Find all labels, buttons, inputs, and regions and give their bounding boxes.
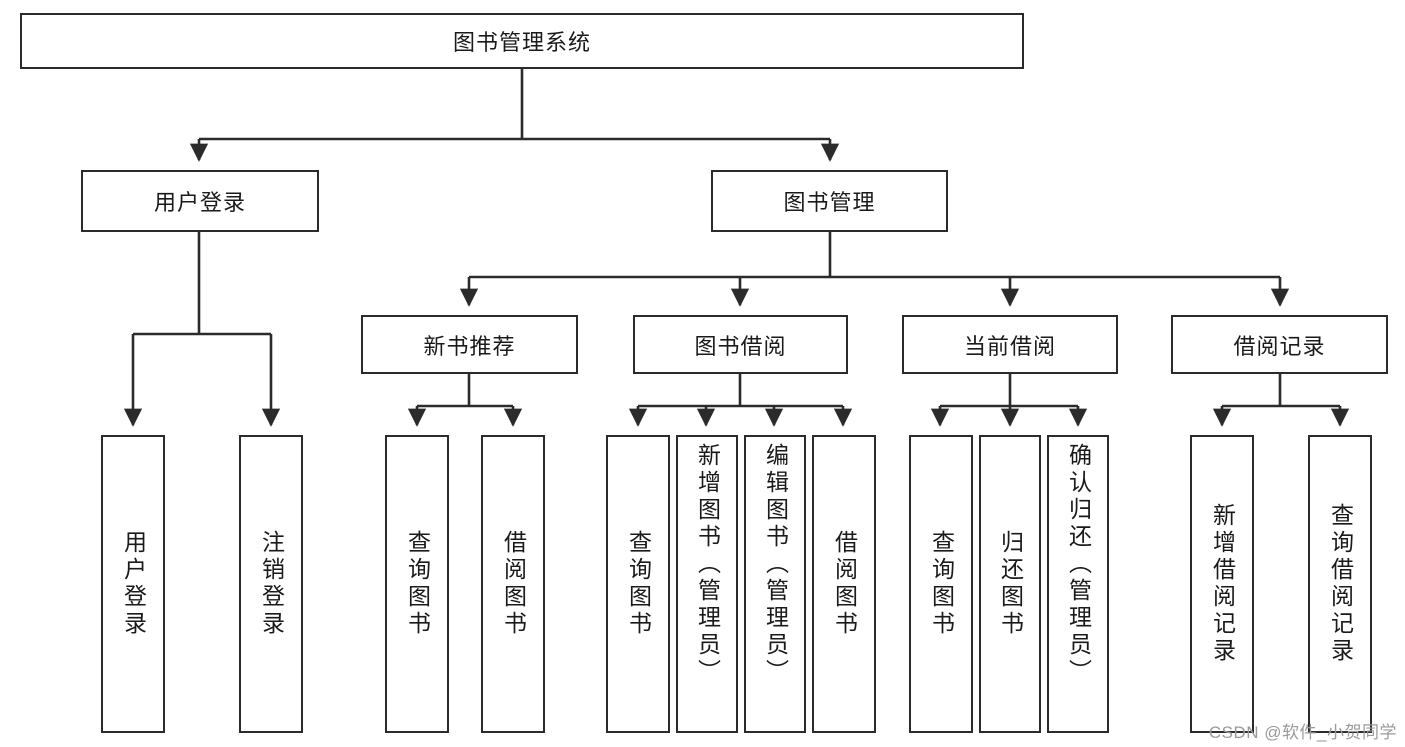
node-root-system[interactable]: 图书管理系统 (20, 13, 1024, 69)
leaf-query-borrow-record[interactable]: 查询借阅记录 (1308, 435, 1372, 733)
node-label: 查询图书 (625, 530, 652, 638)
node-label: 查询图书 (404, 530, 431, 638)
node-book-borrow[interactable]: 图书借阅 (633, 315, 848, 374)
leaf-query-book-current[interactable]: 查询图书 (909, 435, 973, 733)
node-label: 借阅图书 (500, 530, 527, 638)
node-label: 图书借阅 (694, 333, 787, 359)
node-book-management[interactable]: 图书管理 (711, 170, 948, 232)
leaf-user-login[interactable]: 用户登录 (101, 435, 165, 733)
node-label: 新书推荐 (423, 333, 516, 359)
node-label: 归还图书 (997, 530, 1024, 638)
leaf-add-borrow-record[interactable]: 新增借阅记录 (1190, 435, 1254, 733)
node-label: 新增图书（管理员） (694, 443, 721, 686)
node-label: 图书管理系统 (452, 30, 591, 55)
leaf-query-book-recommend[interactable]: 查询图书 (385, 435, 449, 733)
leaf-edit-book-admin[interactable]: 编辑图书（管理员） (744, 435, 806, 733)
leaf-logout[interactable]: 注销登录 (239, 435, 303, 733)
node-user-login[interactable]: 用户登录 (81, 170, 319, 232)
node-label: 借阅图书 (831, 530, 858, 638)
node-borrow-record[interactable]: 借阅记录 (1171, 315, 1388, 374)
node-label: 用户登录 (120, 530, 147, 638)
watermark-text: CSDN @软件_小贺同学 (1208, 723, 1397, 742)
leaf-borrow-book[interactable]: 借阅图书 (812, 435, 876, 733)
leaf-confirm-return-admin[interactable]: 确认归还（管理员） (1047, 435, 1109, 733)
node-label: 注销登录 (258, 530, 285, 638)
leaf-borrow-book-recommend[interactable]: 借阅图书 (481, 435, 545, 733)
leaf-query-book-borrow[interactable]: 查询图书 (606, 435, 670, 733)
node-label: 当前借阅 (963, 333, 1056, 359)
node-current-borrow[interactable]: 当前借阅 (902, 315, 1118, 374)
leaf-add-book-admin[interactable]: 新增图书（管理员） (676, 435, 738, 733)
node-label: 图书管理 (783, 190, 876, 215)
node-label: 查询图书 (928, 530, 955, 638)
node-new-book-recommend[interactable]: 新书推荐 (361, 315, 578, 374)
node-label: 借阅记录 (1233, 333, 1326, 359)
node-label: 新增借阅记录 (1209, 503, 1236, 665)
node-label: 查询借阅记录 (1327, 503, 1354, 665)
node-label: 确认归还（管理员） (1065, 443, 1092, 686)
node-label: 编辑图书（管理员） (762, 443, 789, 686)
node-label: 用户登录 (153, 190, 246, 215)
leaf-return-book[interactable]: 归还图书 (979, 435, 1041, 733)
